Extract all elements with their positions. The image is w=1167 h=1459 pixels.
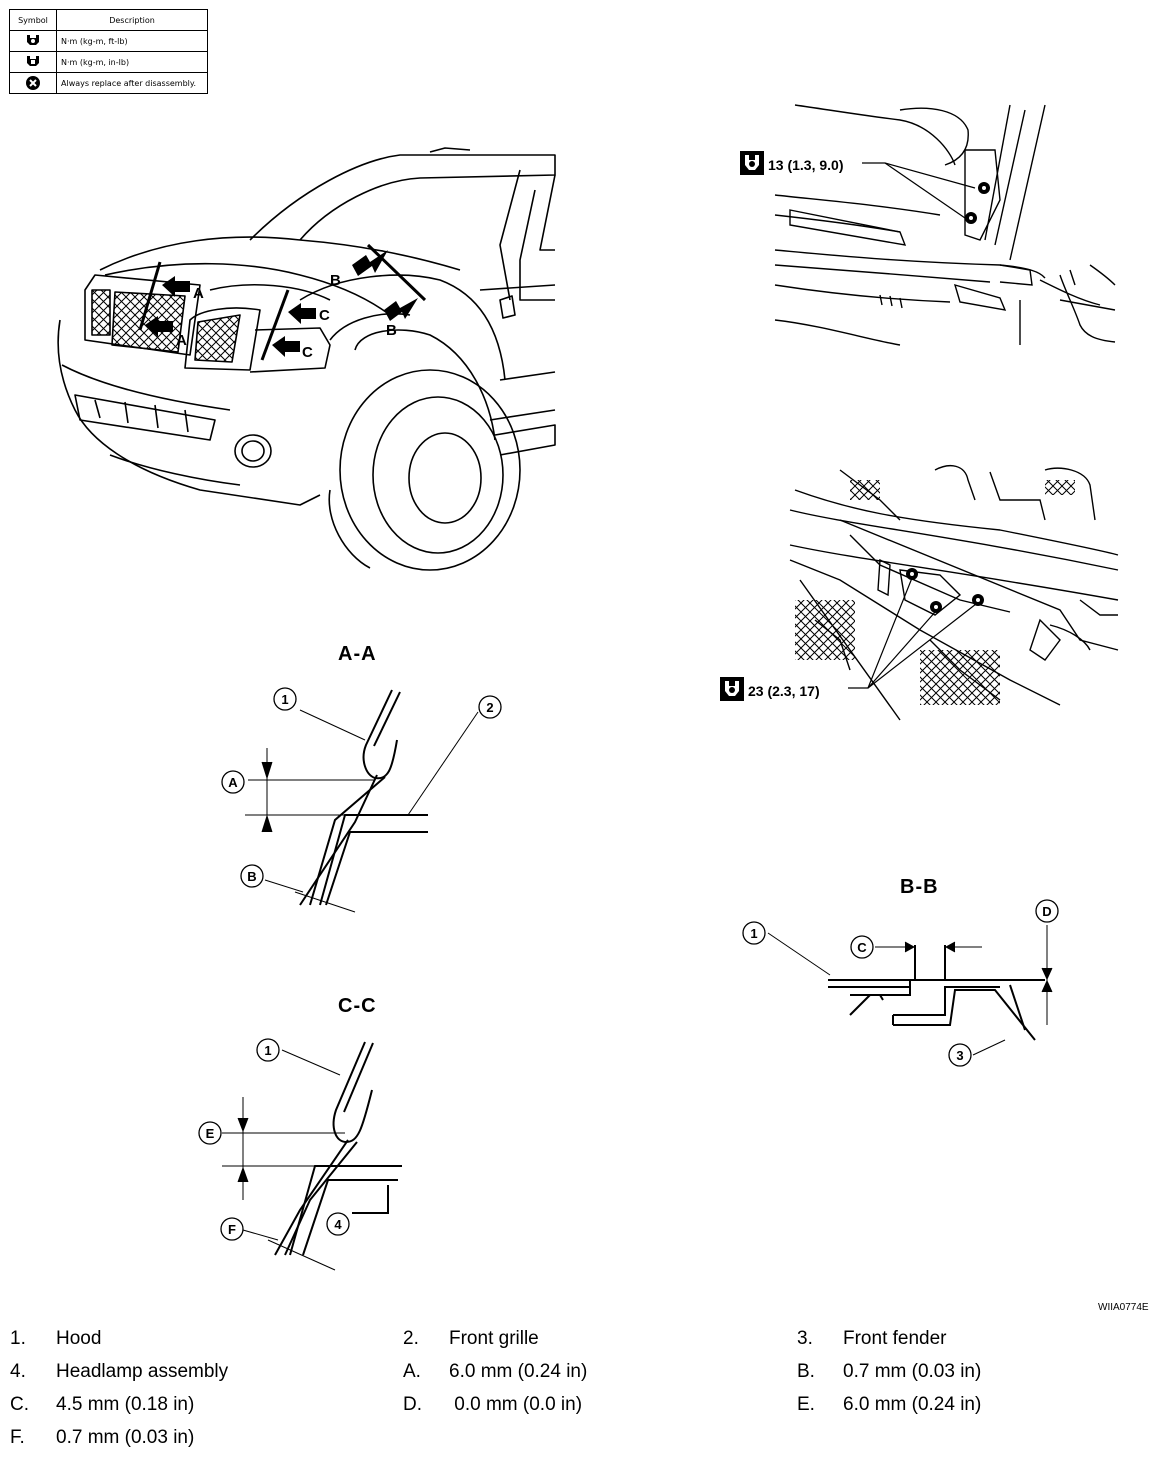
section-cc-title: C-C <box>338 995 377 1017</box>
hood-lock-detail <box>789 464 1119 721</box>
section-bb-dimensions <box>767 925 1053 1056</box>
hinge-torque-value: 13 (1.3, 9.0) <box>768 156 844 173</box>
aa-callout-a: A <box>228 775 238 790</box>
callout-b-lower: B <box>386 322 397 339</box>
section-aa-title: A-A <box>338 643 377 665</box>
symbol-legend-table: Symbol Description N·m (kg-m, ft-lb) N·m… <box>9 9 208 94</box>
lock-bolts <box>906 568 984 613</box>
hinge-leader-lines <box>862 162 976 219</box>
section-circle-callouts <box>198 687 1059 1241</box>
torque-wrench-inlb-icon <box>9 51 57 73</box>
legend-item: 4.Headlamp assembly <box>10 1361 229 1382</box>
legend-item: C.4.5 mm (0.18 in) <box>10 1394 195 1415</box>
replace-x-icon <box>9 72 57 94</box>
aa-callout-2: 2 <box>486 700 493 715</box>
callout-c-upper: C <box>319 307 330 324</box>
torque-wrench-icon <box>9 30 57 52</box>
section-cc-dimensions <box>222 1049 345 1271</box>
bb-callout-3: 3 <box>956 1048 963 1063</box>
legend-item: B.0.7 mm (0.03 in) <box>797 1361 982 1382</box>
section-bb-drawing <box>828 945 1045 1041</box>
symbol-desc-3: Always replace after disassembly. <box>56 72 208 94</box>
lock-torque-value: 23 (2.3, 17) <box>748 682 820 699</box>
section-bb-title: B-B <box>900 876 939 898</box>
legend-item: A.6.0 mm (0.24 in) <box>403 1361 588 1382</box>
legend-item: 2.Front grille <box>403 1328 539 1349</box>
section-aa-dimensions <box>245 709 479 913</box>
cc-callout-e: E <box>206 1126 215 1141</box>
legend-item: D. 0.0 mm (0.0 in) <box>403 1394 583 1415</box>
cc-callout-4: 4 <box>334 1217 342 1232</box>
legend-item: 1.Hood <box>10 1328 102 1349</box>
lock-leader-lines <box>848 577 977 689</box>
hood-hinge-detail <box>774 104 1116 346</box>
cc-callout-f: F <box>228 1222 236 1237</box>
hinge-torque-label: 13 (1.3, 9.0) <box>740 151 844 178</box>
aa-callout-b: B <box>247 869 256 884</box>
section-aa-drawing <box>299 689 428 906</box>
vehicle-front-view <box>57 147 556 571</box>
document-code: WIIA0774E <box>1098 1302 1149 1313</box>
torque-wrench-icon <box>720 677 744 704</box>
callout-a-lower: A <box>176 332 187 349</box>
torque-wrench-icon <box>740 151 764 178</box>
legend-item: F.0.7 mm (0.03 in) <box>10 1427 195 1448</box>
callout-c-lower: C <box>302 344 313 361</box>
bb-callout-d: D <box>1042 904 1051 919</box>
callout-b-upper: B <box>330 272 341 289</box>
section-circle-callout-text: 1 2 A B 1 3 C D 1 4 E F <box>206 692 1052 1237</box>
vehicle-callout-arrows <box>145 250 418 357</box>
legend-item: 3.Front fender <box>797 1328 947 1349</box>
cc-callout-1: 1 <box>264 1043 271 1058</box>
aa-callout-1: 1 <box>281 692 288 707</box>
bb-callout-c: C <box>857 940 867 955</box>
callout-a-upper: A <box>193 285 204 302</box>
legend-item: E.6.0 mm (0.24 in) <box>797 1394 982 1415</box>
hinge-bolts <box>965 182 990 224</box>
bb-callout-1: 1 <box>750 926 757 941</box>
lock-torque-label: 23 (2.3, 17) <box>720 677 820 704</box>
vehicle-callout-letters: A A B B C C <box>176 272 397 361</box>
